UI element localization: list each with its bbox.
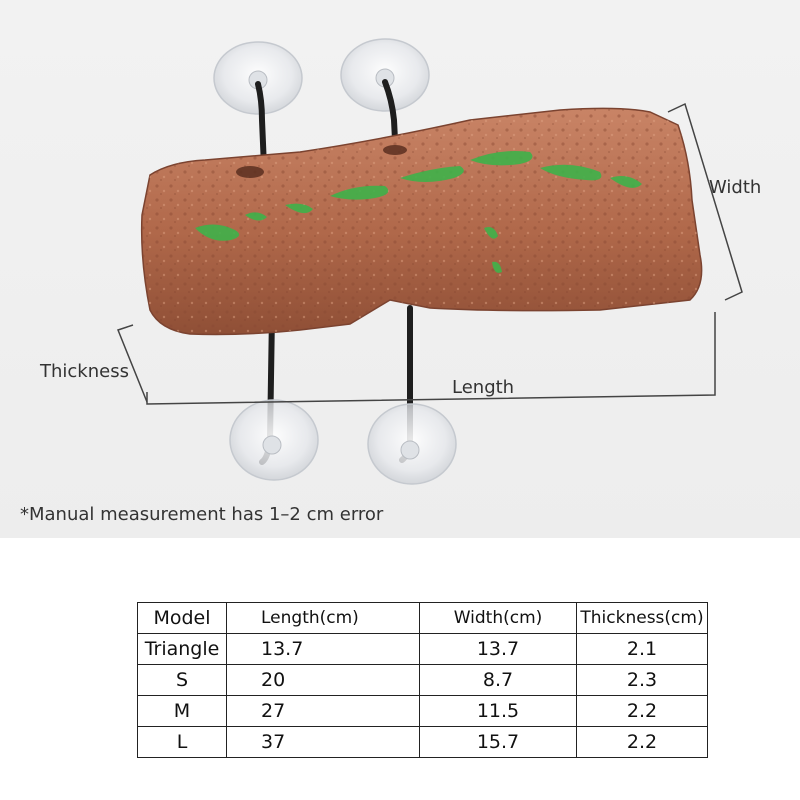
length-bracket [146, 312, 716, 405]
cell-width: 8.7 [419, 664, 577, 696]
suction-cup-bottom-right [367, 403, 457, 485]
cell-thickness: 2.2 [576, 695, 708, 727]
cell-model: L [137, 726, 227, 758]
width-bracket [667, 102, 743, 301]
suction-cup-bottom-left [229, 399, 319, 481]
suction-cup-top-right [340, 38, 430, 112]
cell-width: 15.7 [419, 726, 577, 758]
cell-length: 13.7 [226, 633, 420, 665]
cell-length: 37 [226, 726, 420, 758]
header-width: Width(cm) [419, 602, 577, 634]
table-row: Triangle 13.7 13.7 2.1 [137, 633, 708, 665]
length-label: Length [452, 377, 515, 398]
table-row: L 37 15.7 2.2 [137, 726, 708, 758]
cell-model: S [137, 664, 227, 696]
turtle-basking-platform-illustration [117, 38, 743, 485]
table-row: S 20 8.7 2.3 [137, 664, 708, 696]
thickness-label: Thickness [40, 361, 129, 382]
header-model: Model [137, 602, 227, 634]
header-thickness: Thickness(cm) [576, 602, 708, 634]
cell-model: M [137, 695, 227, 727]
cell-length: 20 [226, 664, 420, 696]
cell-length: 27 [226, 695, 420, 727]
thickness-bracket [117, 324, 148, 403]
header-length: Length(cm) [226, 602, 420, 634]
table-row: M 27 11.5 2.2 [137, 695, 708, 727]
cell-thickness: 2.2 [576, 726, 708, 758]
cell-thickness: 2.3 [576, 664, 708, 696]
product-photo-area: Width Thickness Length *Manual measureme… [0, 0, 800, 538]
cell-thickness: 2.1 [576, 633, 708, 665]
rock-platform [140, 107, 703, 336]
cell-width: 11.5 [419, 695, 577, 727]
width-label: Width [709, 177, 762, 198]
size-table: Model Length(cm) Width(cm) Thickness(cm)… [137, 602, 708, 758]
measurement-note: *Manual measurement has 1–2 cm error [20, 504, 384, 525]
cell-width: 13.7 [419, 633, 577, 665]
table-header-row: Model Length(cm) Width(cm) Thickness(cm) [137, 602, 708, 634]
cell-model: Triangle [137, 633, 227, 665]
suction-cup-top-left [213, 41, 303, 115]
